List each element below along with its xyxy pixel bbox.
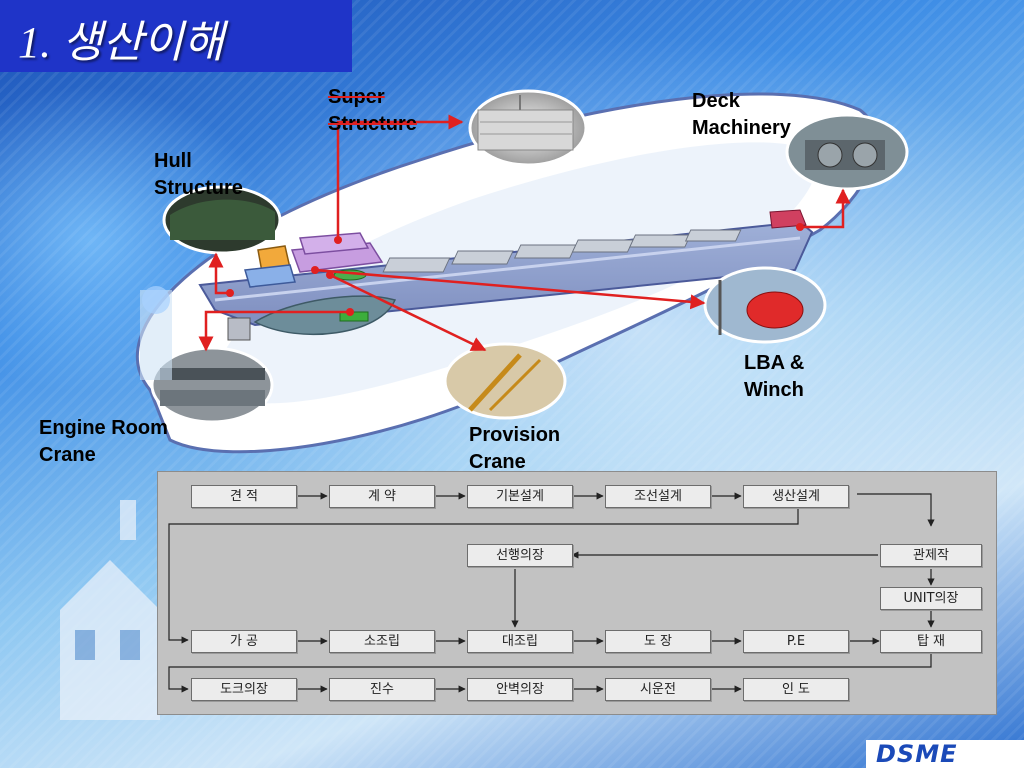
label-deck-machinery: Deck Machinery: [692, 90, 791, 139]
photo-lba-winch: [703, 266, 827, 344]
house-decoration: [60, 500, 160, 720]
callout-arrows: [198, 114, 851, 352]
flow-step-block-assembly: 대조립: [467, 630, 573, 653]
label-hull-structure: Hull Structure: [154, 150, 243, 199]
flow-step-pre-outfitting: 선행의장: [467, 544, 573, 567]
flow-step-sea-trial: 시운전: [605, 678, 711, 701]
flow-step-dock-outfitting: 도크의장: [191, 678, 297, 701]
label-engine-room-crane: Engine Room Crane: [39, 417, 168, 466]
flow-step-contract: 계 약: [329, 485, 435, 508]
lighthouse-decoration: [140, 286, 172, 380]
flow-step-processing: 가 공: [191, 630, 297, 653]
flow-step-unit-outfitting: UNIT의장: [880, 587, 982, 610]
flow-step-pipe-fabrication: 관제작: [880, 544, 982, 567]
callout-dots: [226, 223, 804, 316]
ship-hull: [198, 209, 814, 341]
flow-step-pe: P.E: [743, 630, 849, 653]
flow-step-painting: 도 장: [605, 630, 711, 653]
flow-step-quay-outfitting: 안벽의장: [467, 678, 573, 701]
photo-engine-room-crane: [150, 346, 274, 424]
label-provision-crane: Provision Crane: [469, 424, 561, 473]
photo-hull-structure: [162, 185, 282, 255]
label-super-structure: Super Structure: [328, 86, 417, 135]
flow-step-ship-design: 조선설계: [605, 485, 711, 508]
flow-step-estimate: 견 적: [191, 485, 297, 508]
flow-step-production-design: 생산설계: [743, 485, 849, 508]
photo-provision-crane: [443, 342, 567, 420]
flow-step-basic-design: 기본설계: [467, 485, 573, 508]
flow-step-erection: 탑 재: [880, 630, 982, 653]
title-bar: 1. 생산이해: [0, 0, 352, 72]
flow-connectors: [168, 492, 935, 693]
label-lba-winch: LBA & Winch: [744, 352, 805, 401]
process-flow-panel: 견 적 계 약 기본설계 조선설계 생산설계 선행의장 관제작 UNIT의장 가…: [157, 471, 997, 715]
logo-text: DSME: [876, 740, 958, 768]
photo-super-structure: [468, 89, 588, 167]
photo-deck-machinery: [785, 113, 909, 191]
dsme-logo: DSME: [866, 740, 1024, 768]
flow-step-delivery: 인 도: [743, 678, 849, 701]
flow-step-launching: 진수: [329, 678, 435, 701]
flow-step-sub-assembly: 소조립: [329, 630, 435, 653]
page-title: 1. 생산이해: [18, 18, 224, 67]
